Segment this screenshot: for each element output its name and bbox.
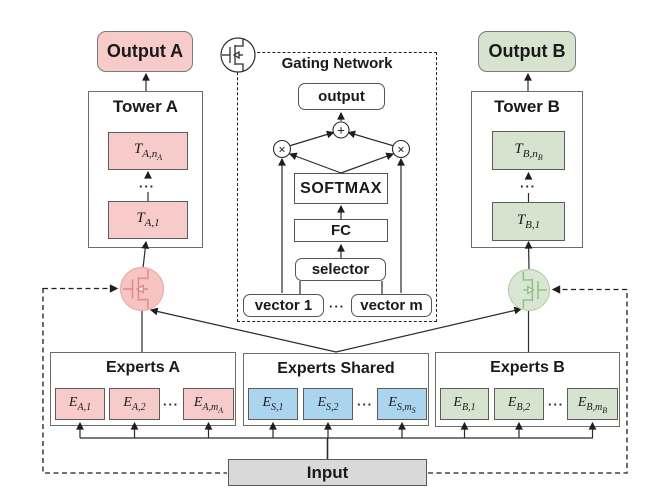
expert-cell-a1: EA,1 [55,388,105,420]
tower-b-cell-top: TB,nB [492,131,565,170]
experts-shared-dots: ··· [357,397,373,412]
tower-a-cell-top-label: TA,nA [133,141,163,162]
selector-box: selector [295,258,386,281]
tower-b-cell-top-label: TB,nB [514,140,543,162]
softmax-label: SOFTMAX [300,179,382,197]
expert-cell-am: EA,mA [183,388,234,420]
expert-cell-b1-label: EB,1 [453,395,476,413]
tower-b-dots: ··· [520,179,536,194]
softmax-box: SOFTMAX [294,173,388,204]
output-b-label: Output B [488,41,566,61]
expert-cell-s2: ES,2 [303,388,353,420]
experts-b-dots: ··· [548,397,564,412]
tower-a-cell-bottom-label: TA,1 [136,210,160,229]
gating-output-box: output [298,83,385,110]
expert-cell-sm-label: ES,mS [388,395,416,415]
tower-a-cell-bottom: TA,1 [108,201,188,239]
tower-b-cell-bottom-label: TB,1 [516,211,541,231]
vector-1-label: vector 1 [254,297,313,314]
input-label: Input [306,462,349,482]
gating-output-label: output [318,88,365,105]
expert-cell-a1-label: EA,1 [68,395,92,413]
fc-box: FC [294,219,388,242]
output-a-box: Output A [97,31,193,72]
output-b-box: Output B [478,31,576,72]
input-box: Input [228,459,427,486]
tower-a-cell-top: TA,nA [108,132,188,170]
experts-a-dots: ··· [163,397,179,412]
fc-label: FC [331,222,351,239]
gate-a-icon [119,266,165,312]
expert-cell-am-label: EA,mA [193,395,224,415]
vector-dots: ··· [329,299,345,314]
vector-1-box: vector 1 [243,294,324,317]
expert-cell-b2-label: EB,2 [507,395,531,413]
gating-network-title: Gating Network [281,55,393,72]
expert-cell-b2: EB,2 [494,388,544,420]
expert-cell-s1-label: ES,1 [262,395,284,413]
experts-b-title: Experts B [490,359,565,376]
tower-b-title: Tower B [494,97,560,116]
tower-b-cell-bottom: TB,1 [492,202,565,241]
experts-shared-title: Experts Shared [277,360,395,377]
gate-b-icon [507,268,551,312]
expert-cell-s1: ES,1 [248,388,298,420]
expert-cell-bm-label: EB,mB [577,395,608,415]
selector-label: selector [311,261,370,278]
vector-m-label: vector m [360,297,423,314]
expert-cell-b1: EB,1 [440,388,489,420]
tower-a-dots: ··· [139,179,155,194]
expert-cell-a2-label: EA,2 [123,395,146,413]
expert-cell-s2-label: ES,2 [317,395,339,413]
output-a-label: Output A [106,41,184,61]
expert-cell-a2: EA,2 [109,388,160,420]
expert-cell-sm: ES,mS [377,388,427,420]
tower-a-title: Tower A [112,97,179,116]
experts-a-title: Experts A [105,359,181,376]
expert-cell-bm: EB,mB [567,388,618,420]
vector-m-box: vector m [351,294,432,317]
